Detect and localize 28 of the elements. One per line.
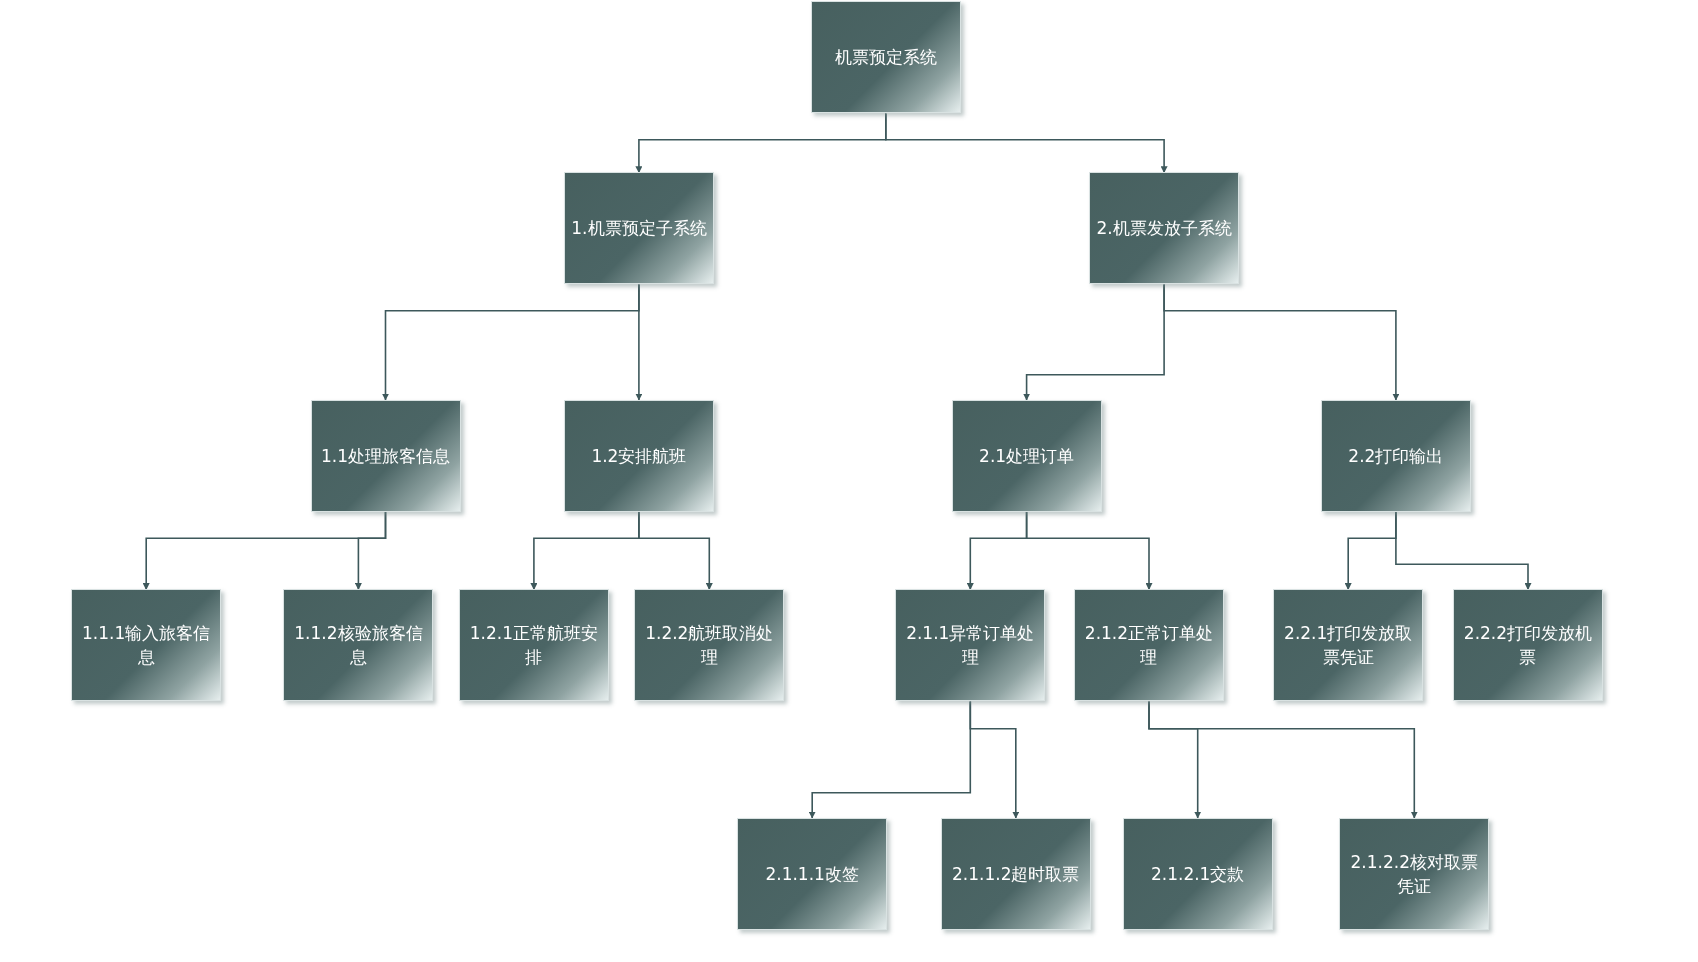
process-box: 2.1.1.1改签 [737, 817, 888, 930]
connector-arrow [1148, 700, 1418, 819]
process-box: 2.1.2.2核对取票凭证 [1339, 817, 1490, 930]
process-box: 2.机票发放子系统 [1089, 172, 1240, 285]
process-box: 1.1处理旅客信息 [310, 399, 461, 512]
process-box: 2.1.1异常订单处理 [895, 589, 1046, 702]
connector-arrow [885, 112, 1168, 174]
process-box: 2.2打印输出 [1320, 399, 1471, 512]
process-box: 2.2.2打印发放机票 [1452, 589, 1603, 702]
process-box: 1.2安排航班 [563, 399, 714, 512]
process-box: 2.1.2.1交款 [1122, 817, 1273, 930]
connector-arrow [969, 700, 1020, 819]
connector-arrow [638, 511, 713, 591]
process-box: 2.2.1打印发放取票凭证 [1273, 589, 1424, 702]
process-box: 1.机票预定子系统 [563, 172, 714, 285]
connector-arrow [1395, 511, 1532, 591]
connector-arrow [1163, 283, 1400, 401]
process-box: 2.1.1.2超时取票 [940, 817, 1091, 930]
connector-arrow [1025, 511, 1153, 591]
connector-arrow [635, 283, 643, 401]
process-box: 1.1.2核验旅客信息 [283, 589, 434, 702]
process-box: 1.1.1输入旅客信息 [71, 589, 222, 702]
process-box: 1.2.1正常航班安排 [458, 589, 609, 702]
process-box: 2.1处理订单 [951, 399, 1102, 512]
process-box: 2.1.2正常订单处理 [1073, 589, 1224, 702]
connector-arrow [354, 511, 387, 591]
process-box: 机票预定系统 [810, 1, 961, 114]
process-box: 1.2.2航班取消处理 [634, 589, 785, 702]
